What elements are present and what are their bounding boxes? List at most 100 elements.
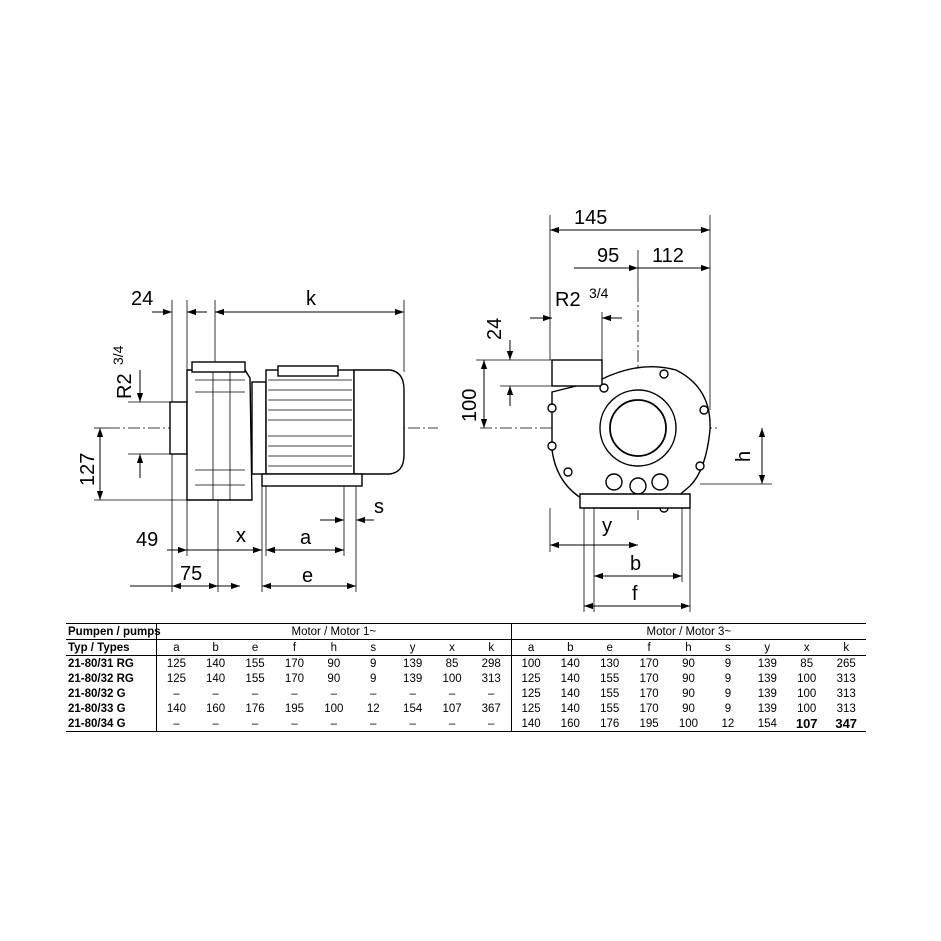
pump-type: 21-80/31 RG xyxy=(66,655,157,671)
dim-a: a xyxy=(300,527,312,549)
lower-port xyxy=(629,477,647,495)
column-header: s xyxy=(708,639,748,656)
table-cell: 100 xyxy=(442,672,462,685)
bolt xyxy=(599,383,609,393)
dim-r2-fraction-side: 3/4 xyxy=(110,345,126,365)
table-cell: 139 xyxy=(757,672,777,685)
table-cell: 313 xyxy=(836,687,856,700)
motor-adapter xyxy=(251,381,267,475)
table-cell: 176 xyxy=(589,716,630,732)
bolt xyxy=(547,403,557,413)
dim-f: f xyxy=(632,583,638,605)
table-cell: – xyxy=(195,716,236,732)
table-cell: 313 xyxy=(836,702,856,715)
table-cell: – xyxy=(235,716,275,732)
dim-b: b xyxy=(630,553,641,575)
table-cell: 155 xyxy=(600,702,620,715)
table-cell: – xyxy=(370,687,377,700)
column-header: e xyxy=(589,639,630,656)
column-header: k xyxy=(826,639,866,656)
table-cell: – xyxy=(314,716,354,732)
column-header: e xyxy=(235,639,275,656)
table-cell: 140 xyxy=(510,716,551,732)
table-cell: 347 xyxy=(826,716,866,732)
table-cell: 125 xyxy=(510,686,551,701)
table-cell: 125 xyxy=(510,671,551,686)
table-cell: 90 xyxy=(682,687,695,700)
fan-cover xyxy=(353,369,405,475)
side-view: 24 k R2 3/4 127 49 xyxy=(77,288,438,592)
table-cell: 160 xyxy=(550,716,590,732)
table-cell: 140 xyxy=(560,657,580,670)
dim-r2-fraction-front: 3/4 xyxy=(589,285,609,301)
dim-r2-side: R2 xyxy=(114,373,136,399)
table-cell: 9 xyxy=(724,657,732,670)
table-cell: 130 xyxy=(600,657,620,670)
column-header: h xyxy=(314,639,354,656)
pump-type: 21-80/32 G xyxy=(66,686,157,701)
table-cell: 100 xyxy=(510,655,551,671)
motor-3-label: Motor / Motor 3~ xyxy=(510,623,866,640)
table-cell: 155 xyxy=(600,687,620,700)
front-base xyxy=(579,493,691,509)
table-cell: 140 xyxy=(560,687,580,700)
table-cell: 265 xyxy=(836,657,856,670)
dim-95: 95 xyxy=(597,245,619,267)
table-cell: 9 xyxy=(370,672,377,685)
table-cell: – xyxy=(274,716,315,732)
dim-100: 100 xyxy=(459,389,481,422)
column-header: x xyxy=(432,639,472,656)
dim-75: 75 xyxy=(180,563,202,585)
table-cell: 367 xyxy=(481,702,501,715)
pump-type: 21-80/34 G xyxy=(66,716,157,732)
table-cell: 155 xyxy=(245,657,265,670)
table-cell: 154 xyxy=(747,716,787,732)
table-cell: – xyxy=(173,687,180,700)
table-cell: 313 xyxy=(481,672,501,685)
column-header: f xyxy=(629,639,669,656)
table-cell: 140 xyxy=(206,657,226,670)
table-cell: 9 xyxy=(724,702,732,715)
table-cell: 85 xyxy=(800,657,814,670)
bolt xyxy=(695,461,705,471)
table-cell: 107 xyxy=(442,702,462,715)
dim-112: 112 xyxy=(652,245,684,267)
table-cell: 100 xyxy=(797,702,817,715)
table-cell: 85 xyxy=(445,657,459,670)
table-cell: 9 xyxy=(724,687,732,700)
dim-24-side: 24 xyxy=(131,288,153,310)
table-cell: – xyxy=(448,687,456,700)
table-cell: 298 xyxy=(481,657,501,670)
bolt xyxy=(547,441,557,451)
front-view: 145 95 112 R2 3/4 24 100 h xyxy=(459,207,772,612)
table-cell: 195 xyxy=(284,702,305,715)
dim-49: 49 xyxy=(136,529,158,551)
column-header: a xyxy=(510,639,551,656)
table-cell: – xyxy=(212,687,219,700)
column-header: s xyxy=(353,639,393,656)
table-cell: 100 xyxy=(797,687,817,700)
table-cell: 160 xyxy=(206,702,226,715)
types-label: Typ / Types xyxy=(66,639,157,656)
table-cell: – xyxy=(251,687,259,700)
table-cell: – xyxy=(392,716,433,732)
table-cell: 107 xyxy=(787,716,827,732)
table-cell: 100 xyxy=(324,702,344,715)
lower-port xyxy=(651,473,669,491)
dim-24-front: 24 xyxy=(484,318,506,340)
table-cell: 139 xyxy=(757,702,777,715)
table-cell: 12 xyxy=(366,702,380,715)
table-cell: 170 xyxy=(639,702,659,715)
table-cell: – xyxy=(432,716,472,732)
column-header: x xyxy=(787,639,827,656)
table-cell: 139 xyxy=(403,672,423,685)
table-cell: 140 xyxy=(560,672,580,685)
bolt xyxy=(699,405,709,415)
column-header: f xyxy=(274,639,315,656)
table-cell: – xyxy=(291,687,298,700)
